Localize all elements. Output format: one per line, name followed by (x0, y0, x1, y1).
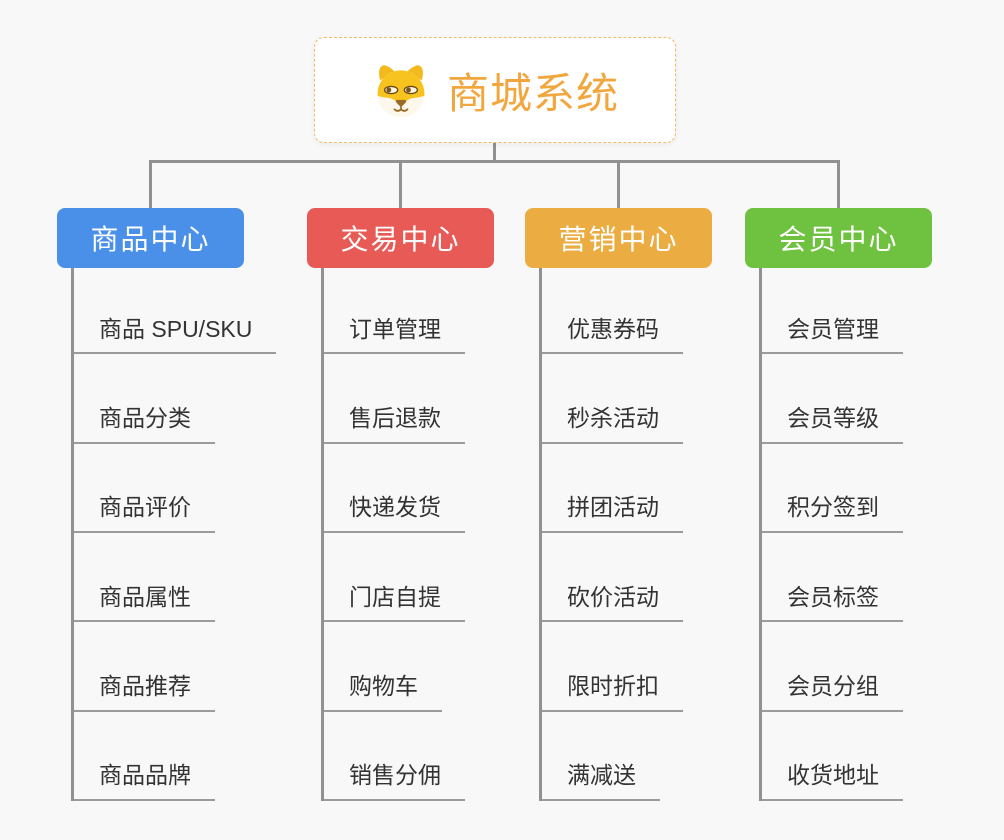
connector-horizontal-bar (149, 160, 840, 163)
branch-label: 营销中心 (558, 224, 679, 255)
topic-item: 购物车 (321, 622, 571, 712)
topic-item: 限时折扣 (539, 622, 789, 712)
branch-column-marketing: 优惠券码 秒杀活动 拼团活动 砍价活动 限时折扣 满减送 (539, 265, 789, 801)
root-title: 商城系统 (446, 69, 619, 117)
topic-item: 会员等级 (759, 354, 1004, 444)
topic-item: 商品评价 (71, 444, 321, 533)
branch-label: 商品中心 (90, 224, 211, 255)
branch-column-trade: 订单管理 售后退款 快递发货 门店自提 购物车 销售分佣 (321, 265, 571, 801)
topic-item: 秒杀活动 (539, 354, 789, 444)
topic-label[interactable]: 积分签到 (759, 493, 903, 533)
topic-item: 商品 SPU/SKU (71, 265, 321, 355)
topic-label[interactable]: 拼团活动 (539, 493, 683, 533)
topic-item: 售后退款 (321, 354, 571, 444)
branch-column-member: 会员管理 会员等级 积分签到 会员标签 会员分组 收货地址 (759, 265, 1004, 801)
topic-item: 满减送 (539, 712, 789, 801)
topic-item: 优惠券码 (539, 265, 789, 355)
topic-label[interactable]: 商品品牌 (71, 761, 215, 801)
branch-node-marketing-center[interactable]: 营销中心 (525, 208, 712, 268)
topic-label[interactable]: 门店自提 (321, 583, 465, 623)
topic-item: 拼团活动 (539, 444, 789, 533)
topic-label[interactable]: 会员等级 (759, 404, 903, 444)
topic-item: 商品属性 (71, 533, 321, 623)
topic-label[interactable]: 优惠券码 (539, 315, 683, 355)
topic-item: 收货地址 (759, 712, 1004, 801)
topic-label[interactable]: 砍价活动 (539, 583, 683, 623)
connector-branch-drop-2 (399, 160, 402, 209)
connector-trunk (71, 268, 74, 801)
topic-label[interactable]: 订单管理 (321, 315, 465, 355)
topic-item: 快递发货 (321, 444, 571, 533)
topic-label[interactable]: 会员管理 (759, 315, 903, 355)
branch-node-trade-center[interactable]: 交易中心 (307, 208, 494, 268)
connector-trunk (759, 268, 762, 801)
topic-item: 商品品牌 (71, 712, 321, 801)
topic-item: 会员分组 (759, 622, 1004, 712)
connector-branch-drop-4 (837, 160, 840, 209)
topic-item: 商品分类 (71, 354, 321, 444)
branch-node-product-center[interactable]: 商品中心 (57, 208, 244, 268)
topic-label[interactable]: 商品评价 (71, 493, 215, 533)
topic-label[interactable]: 商品推荐 (71, 672, 215, 712)
topic-item: 砍价活动 (539, 533, 789, 623)
topic-label[interactable]: 商品分类 (71, 404, 215, 444)
topic-item: 订单管理 (321, 265, 571, 355)
topic-item: 会员管理 (759, 265, 1004, 355)
topic-label[interactable]: 购物车 (321, 672, 442, 712)
topic-item: 会员标签 (759, 533, 1004, 623)
topic-label[interactable]: 商品属性 (71, 583, 215, 623)
dog-face-icon (377, 65, 425, 118)
connector-branch-drop-3 (617, 160, 620, 209)
branch-column-product: 商品 SPU/SKU 商品分类 商品评价 商品属性 商品推荐 商品品牌 (71, 265, 321, 801)
branch-node-member-center[interactable]: 会员中心 (745, 208, 932, 268)
root-node[interactable]: 商城系统 (314, 37, 676, 143)
topic-label[interactable]: 收货地址 (759, 761, 903, 801)
topic-label[interactable]: 会员标签 (759, 583, 903, 623)
topic-item: 门店自提 (321, 533, 571, 623)
topic-label[interactable]: 会员分组 (759, 672, 903, 712)
topic-label[interactable]: 销售分佣 (321, 761, 465, 801)
topic-label[interactable]: 商品 SPU/SKU (71, 315, 277, 355)
branch-label: 交易中心 (340, 224, 461, 255)
topic-item: 积分签到 (759, 444, 1004, 533)
topic-label[interactable]: 秒杀活动 (539, 404, 683, 444)
topic-label[interactable]: 售后退款 (321, 404, 465, 444)
topic-label[interactable]: 限时折扣 (539, 672, 683, 712)
connector-root-drop (493, 142, 496, 161)
topic-item: 销售分佣 (321, 712, 571, 801)
topic-label[interactable]: 满减送 (539, 761, 660, 801)
connector-trunk (539, 268, 542, 801)
branch-label: 会员中心 (778, 224, 899, 255)
topic-item: 商品推荐 (71, 622, 321, 712)
connector-trunk (321, 268, 324, 801)
topic-label[interactable]: 快递发货 (321, 493, 465, 533)
connector-branch-drop-1 (149, 160, 152, 209)
